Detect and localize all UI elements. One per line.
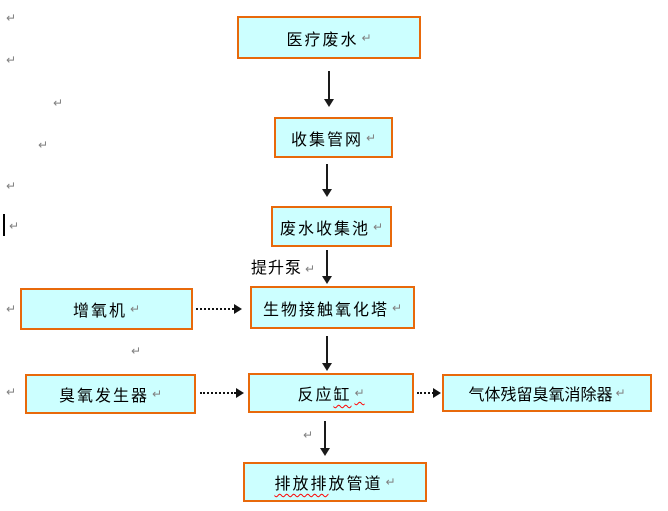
- flow-box-collection-pipe-network[interactable]: 收集管网↵: [274, 117, 393, 158]
- flow-box-label: 生物接触氧化塔: [262, 301, 389, 319]
- arrow-head-down-icon: [322, 276, 332, 284]
- text-cursor: [3, 214, 5, 236]
- paragraph-mark: ↵: [6, 385, 17, 399]
- paragraph-mark: ↵: [305, 262, 316, 276]
- arrow-line: [324, 421, 326, 448]
- arrow-head-down-icon: [324, 99, 334, 107]
- paragraph-mark: ↵: [372, 219, 384, 234]
- paragraph-mark: ↵: [131, 344, 142, 358]
- dotted-line: [417, 392, 434, 394]
- flow-box-label: 放管道: [328, 476, 383, 493]
- dotted-line: [200, 392, 236, 394]
- flow-box-label: 医疗废水: [286, 31, 359, 49]
- paragraph-mark: ↵: [6, 53, 17, 67]
- arrow-head-right-icon: [234, 304, 242, 314]
- arrow-line: [328, 71, 330, 99]
- flow-box-label: 废水收集池: [279, 220, 370, 238]
- pump-label: 提升泵↵: [251, 254, 315, 278]
- paragraph-mark: ↵: [129, 302, 141, 316]
- paragraph-mark: ↵: [354, 386, 365, 400]
- paragraph-mark: ↵: [615, 386, 626, 400]
- paragraph-mark: ↵: [9, 219, 20, 233]
- paragraph-mark: ↵: [361, 30, 372, 45]
- flow-box-ozone-generator[interactable]: 臭氧发生器↵: [25, 374, 196, 414]
- flow-box-bio-contact-oxidation-tower[interactable]: 生物接触氧化塔↵: [250, 286, 415, 329]
- flow-box-label: 反应: [297, 387, 334, 404]
- flow-box-label: 增氧机: [72, 303, 127, 320]
- paragraph-mark: ↵: [391, 300, 403, 315]
- flow-box-aerator[interactable]: 增氧机↵: [20, 288, 193, 330]
- arrow-head-down-icon: [320, 448, 330, 456]
- paragraph-mark: ↵: [38, 138, 49, 152]
- paragraph-mark: ↵: [151, 387, 163, 401]
- flow-box-label: 臭氧发生器: [58, 388, 149, 405]
- paragraph-mark: ↵: [6, 179, 17, 193]
- pump-label-text: 提升泵: [251, 260, 303, 277]
- dotted-line: [196, 308, 234, 310]
- flow-box-wastewater-collection-pool[interactable]: 废水收集池↵: [271, 206, 392, 247]
- arrow-line: [326, 250, 328, 276]
- arrow-head-right-icon: [433, 388, 441, 398]
- paragraph-mark: ↵: [385, 475, 396, 489]
- arrow-line: [326, 164, 328, 189]
- paragraph-mark: ↵: [365, 130, 377, 145]
- flow-box-reaction-tank[interactable]: 反应缸↵: [248, 373, 414, 413]
- paragraph-mark: ↵: [6, 302, 17, 316]
- paragraph-mark: ↵: [6, 11, 17, 25]
- flow-box-label-misspelled: 排放排: [274, 476, 329, 493]
- paragraph-mark: ↵: [53, 96, 64, 110]
- arrow-line: [326, 336, 328, 363]
- arrow-head-down-icon: [322, 363, 332, 371]
- flow-box-label-misspelled: 缸: [333, 387, 352, 404]
- arrow-head-right-icon: [236, 388, 244, 398]
- flow-box-medical-wastewater[interactable]: 医疗废水↵: [237, 16, 421, 59]
- paragraph-mark: ↵: [303, 428, 314, 442]
- flow-box-discharge-pipe[interactable]: 排放排放管道↵: [243, 462, 427, 502]
- arrow-head-down-icon: [322, 189, 332, 197]
- flow-box-label: 收集管网: [290, 131, 363, 149]
- flow-box-gas-residual-ozone-eliminator[interactable]: 气体残留臭氧消除器↵: [442, 374, 652, 412]
- flow-box-label: 气体残留臭氧消除器: [468, 387, 613, 404]
